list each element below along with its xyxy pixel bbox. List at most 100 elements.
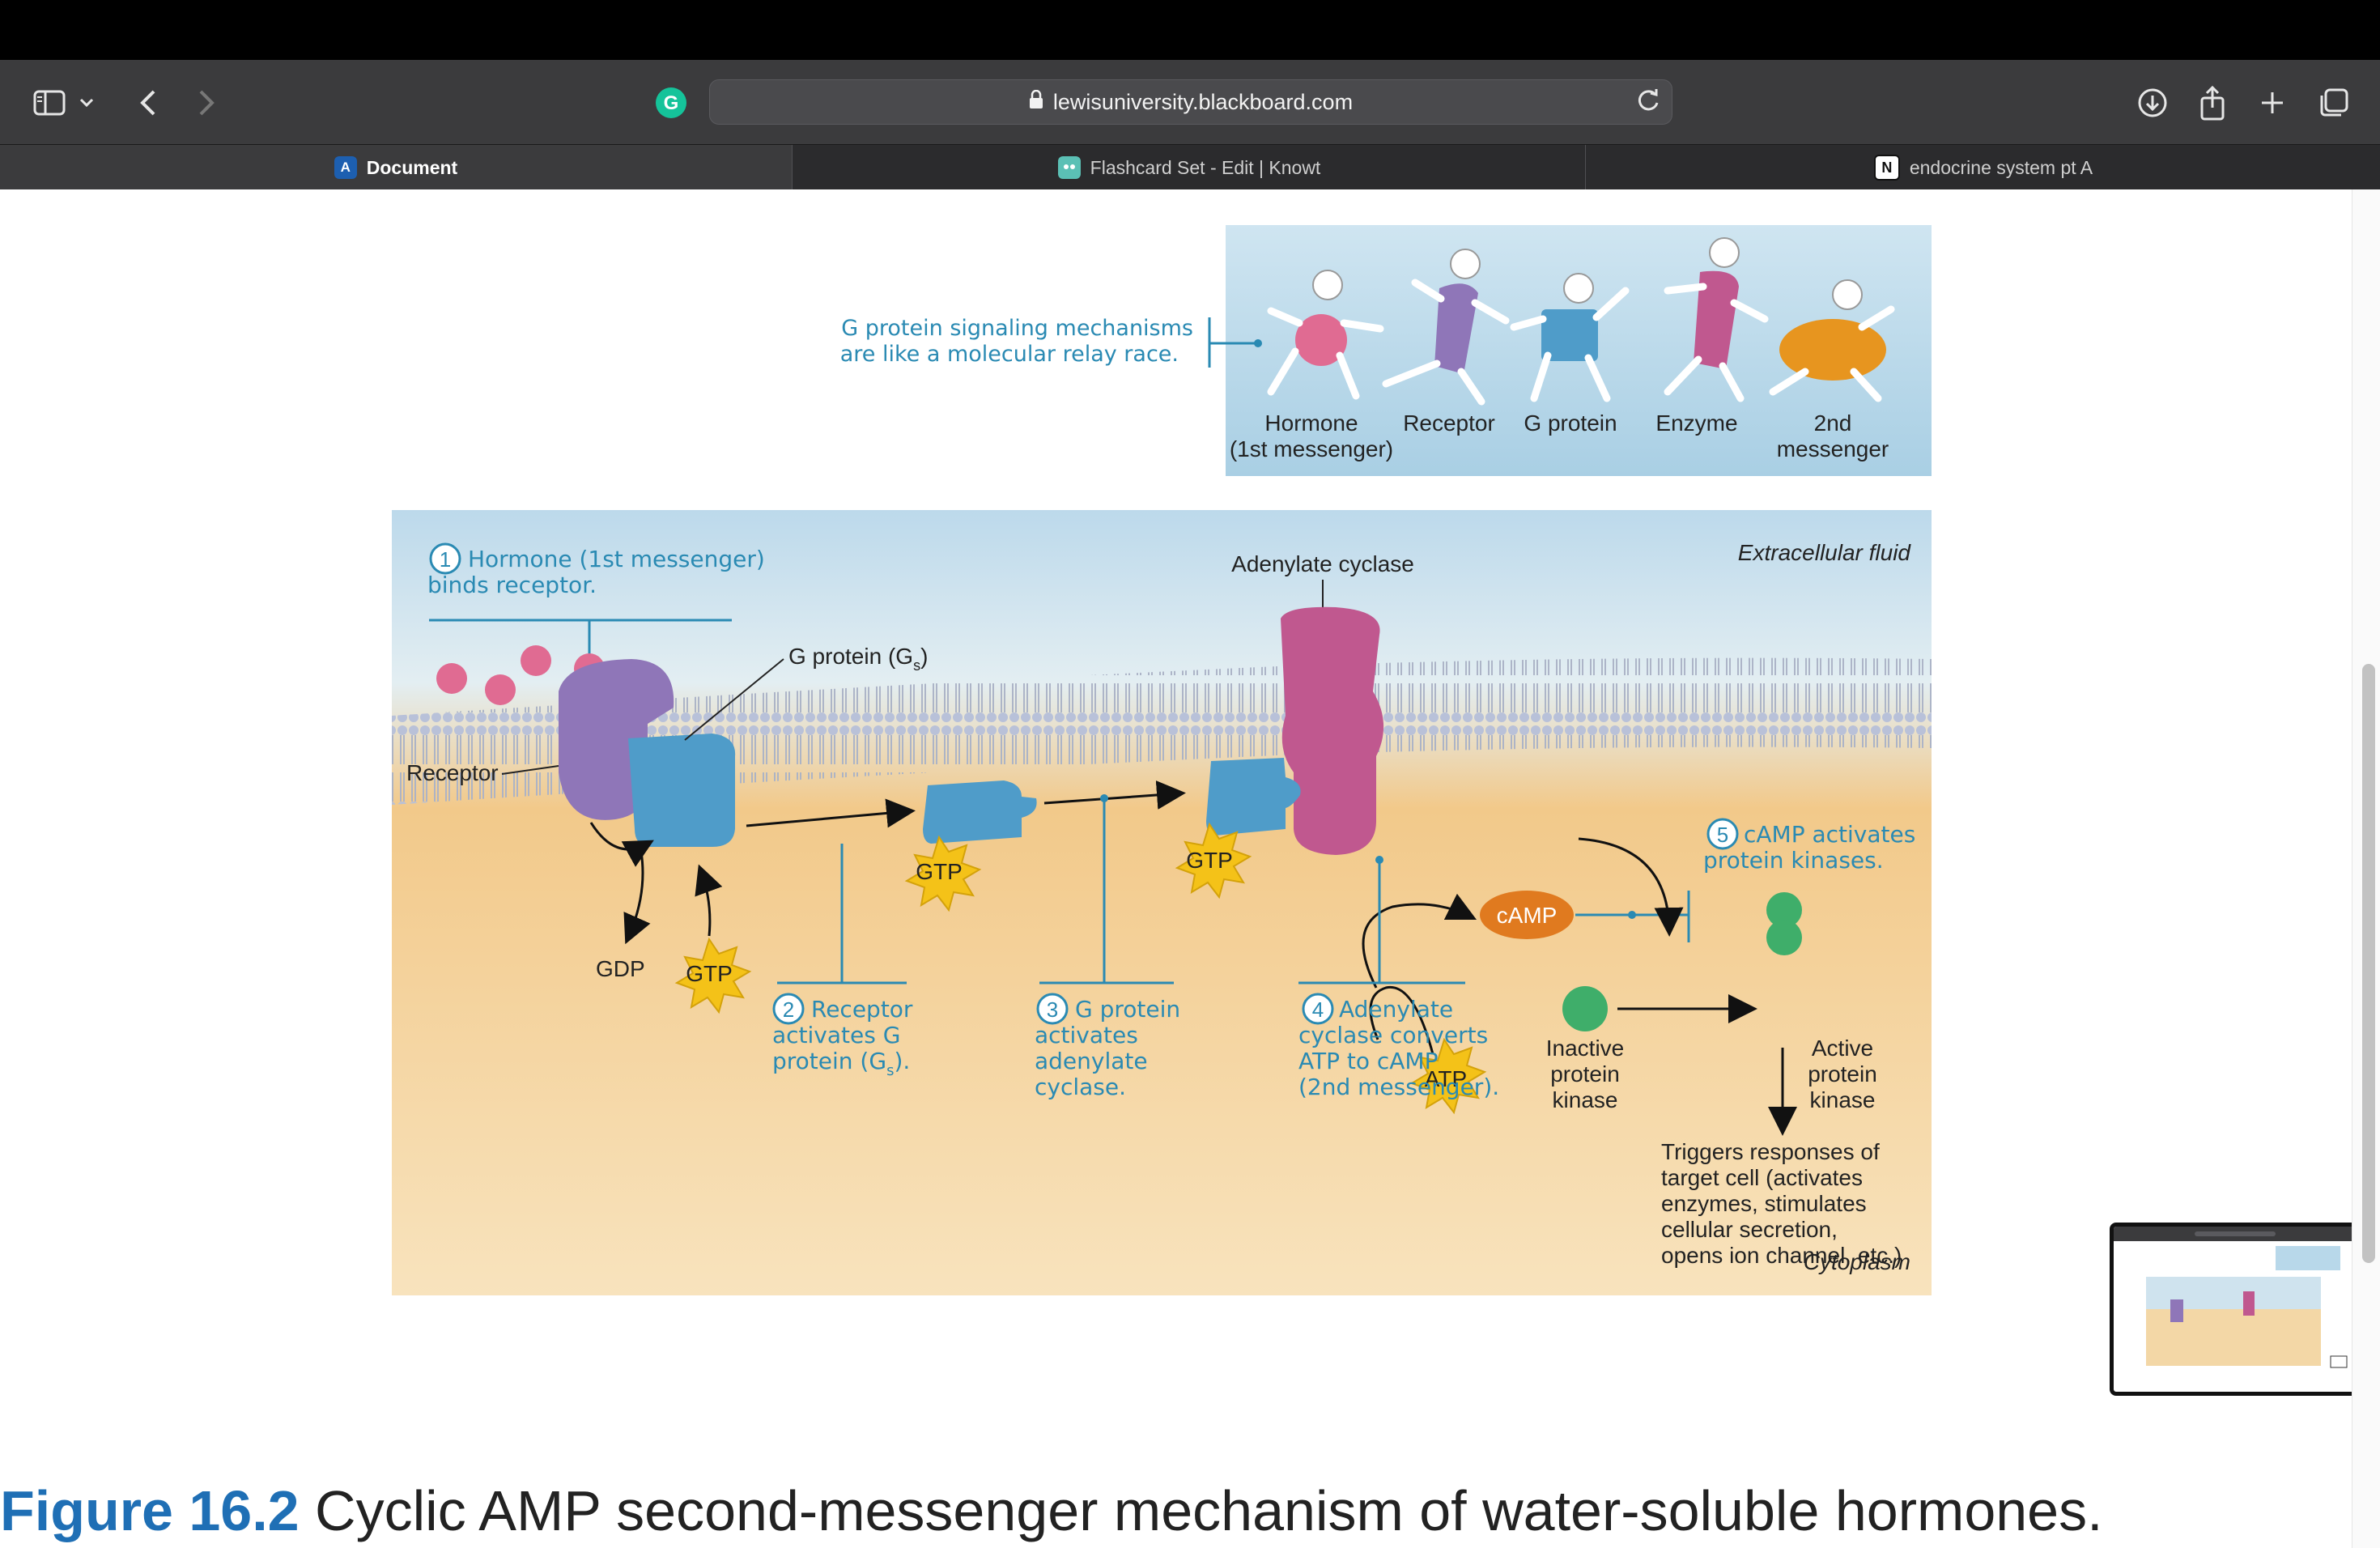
page-thumbnail[interactable] (2110, 1223, 2365, 1396)
tab-bar: A Document Flashcard Set - Edit | Knowt … (0, 144, 2380, 190)
step-3-line1: G protein (1075, 996, 1180, 1023)
gtp-label-2: GTP (916, 859, 963, 884)
g-protein-at-cyclase (1206, 758, 1301, 836)
active-kinase-line2: protein (1808, 1061, 1877, 1087)
svg-text:G: G (664, 92, 679, 114)
step-1-line1: Hormone (1st messenger) (468, 546, 765, 572)
g-protein-moving (923, 780, 1037, 844)
runner-hormone (1267, 270, 1384, 400)
relay-label-enzyme: Enzyme (1655, 410, 1737, 436)
reload-icon[interactable] (1636, 88, 1660, 120)
step-4-number: 4 (1312, 997, 1324, 1022)
tab-document[interactable]: A Document (0, 145, 792, 190)
tab-overview-icon[interactable] (2312, 81, 2356, 125)
tab-label: Flashcard Set - Edit | Knowt (1090, 156, 1321, 178)
relay-caption-line1: G protein signaling mechanisms (841, 316, 1193, 341)
figure-number: Figure 16.2 (0, 1479, 300, 1542)
step-2-line3: protein (Gs). (772, 1048, 910, 1079)
gtp-burst-1 (674, 937, 752, 1014)
tab-knowt[interactable]: Flashcard Set - Edit | Knowt (792, 145, 1586, 190)
step-4-line2: cyclase converts (1298, 1022, 1488, 1048)
inactive-kinase (1562, 986, 1608, 1031)
tab-notion[interactable]: N endocrine system pt A (1585, 145, 2380, 190)
step-3-number: 3 (1047, 997, 1058, 1022)
inactive-kinase-line2: protein (1550, 1061, 1620, 1087)
back-icon[interactable] (126, 81, 170, 125)
sidebar-toggle-icon[interactable] (28, 81, 71, 125)
document-viewer: G protein signaling mechanisms are like … (0, 189, 2380, 1548)
triggers-line5: opens ion channel, etc.) (1661, 1243, 1902, 1268)
new-tab-icon[interactable] (2250, 81, 2294, 125)
step-3-line3: adenylate (1035, 1048, 1148, 1074)
adenylate-cyclase-label: Adenylate cyclase (1231, 551, 1414, 576)
relay-label-hormone-sub: (1st messenger) (1230, 436, 1393, 461)
step-5-line2: protein kinases. (1703, 847, 1884, 874)
gdp-label: GDP (596, 956, 645, 981)
runner-enzyme (1664, 237, 1769, 402)
tab-label: Document (366, 156, 458, 178)
lock-icon (1029, 89, 1043, 115)
diagram-panel (392, 510, 1932, 1295)
triggers-line2: target cell (activates (1661, 1165, 1863, 1190)
relay-label-hormone: Hormone (1264, 410, 1358, 436)
forward-icon[interactable] (185, 81, 228, 125)
gtp-label-1: GTP (686, 961, 733, 986)
step-3-line2: activates (1035, 1022, 1138, 1048)
triggers-line3: enzymes, stimulates (1661, 1191, 1867, 1216)
step-1-line2: binds receptor. (427, 572, 597, 598)
step-3-line4: cyclase. (1035, 1074, 1126, 1100)
cytoplasm-label: Cytoplasm (1804, 1249, 1910, 1274)
download-icon[interactable] (2131, 81, 2174, 125)
document-favicon-icon: A (334, 156, 357, 179)
step-4-line3: ATP to cAMP (1298, 1048, 1438, 1074)
plasma-membrane (392, 657, 1932, 805)
active-kinase-line3: kinase (1810, 1087, 1876, 1112)
step-2-line1: Receptor (811, 996, 913, 1023)
figure-caption: Figure 16.2 Cyclic AMP second-messenger … (0, 1478, 2103, 1543)
step-4-line4: (2nd messenger). (1298, 1074, 1499, 1100)
grammarly-icon[interactable]: G (649, 81, 693, 125)
inactive-kinase-line1: Inactive (1546, 1036, 1625, 1061)
active-kinase (1766, 892, 1802, 955)
step-4-line1: Adenylate (1339, 996, 1453, 1023)
relay-label-2nd: 2nd (1814, 410, 1852, 436)
chevron-down-icon[interactable] (74, 81, 99, 125)
triggers-line4: cellular secretion, (1661, 1217, 1838, 1242)
extracellular-label: Extracellular fluid (1738, 540, 1912, 565)
receptor-label: Receptor (406, 760, 499, 785)
step-5-number: 5 (1717, 823, 1728, 847)
url-text: lewisuniversity.blackboard.com (1052, 89, 1354, 114)
relay-caption-line2: are like a molecular relay race. (840, 342, 1179, 367)
gtp-burst-2 (904, 835, 982, 912)
camp-label: cAMP (1497, 903, 1558, 928)
relay-label-gprotein: G protein (1524, 410, 1617, 436)
address-bar[interactable]: lewisuniversity.blackboard.com (709, 79, 1672, 125)
share-icon[interactable] (2191, 81, 2234, 125)
camp-molecule (1480, 891, 1574, 939)
runner-receptor (1382, 249, 1510, 406)
runner-second-messenger (1769, 279, 1895, 402)
step-1-number: 1 (440, 547, 451, 572)
relay-label-messenger: messenger (1777, 436, 1889, 461)
step-5-line1: cAMP activates (1744, 821, 1915, 848)
figure-caption-text: Cyclic AMP second-messenger mechanism of… (299, 1479, 2103, 1542)
g-protein-at-receptor (628, 734, 736, 847)
runner-gprotein (1510, 273, 1630, 402)
knowt-icon (1057, 156, 1081, 179)
step-2-number: 2 (783, 997, 794, 1022)
figure-16-2: G protein signaling mechanisms are like … (392, 225, 1932, 1295)
adenylate-cyclase-protein (1281, 606, 1384, 855)
step-2-line2: activates G (772, 1022, 900, 1048)
gtp-label-3: GTP (1186, 848, 1233, 873)
gtp-burst-3 (1175, 822, 1252, 899)
notion-icon: N (1873, 155, 1900, 181)
relay-label-receptor: Receptor (1403, 410, 1495, 436)
atp-burst (1409, 1037, 1487, 1115)
scrollbar-thumb[interactable] (2362, 664, 2375, 1263)
screen-top-bar (0, 0, 2380, 60)
tab-label: endocrine system pt A (1909, 156, 2093, 178)
inactive-kinase-line3: kinase (1553, 1087, 1618, 1112)
atp-label: ATP (1425, 1066, 1467, 1091)
g-protein-label: G protein (Gs) (788, 644, 928, 674)
triggers-line1: Triggers responses of (1661, 1139, 1880, 1164)
